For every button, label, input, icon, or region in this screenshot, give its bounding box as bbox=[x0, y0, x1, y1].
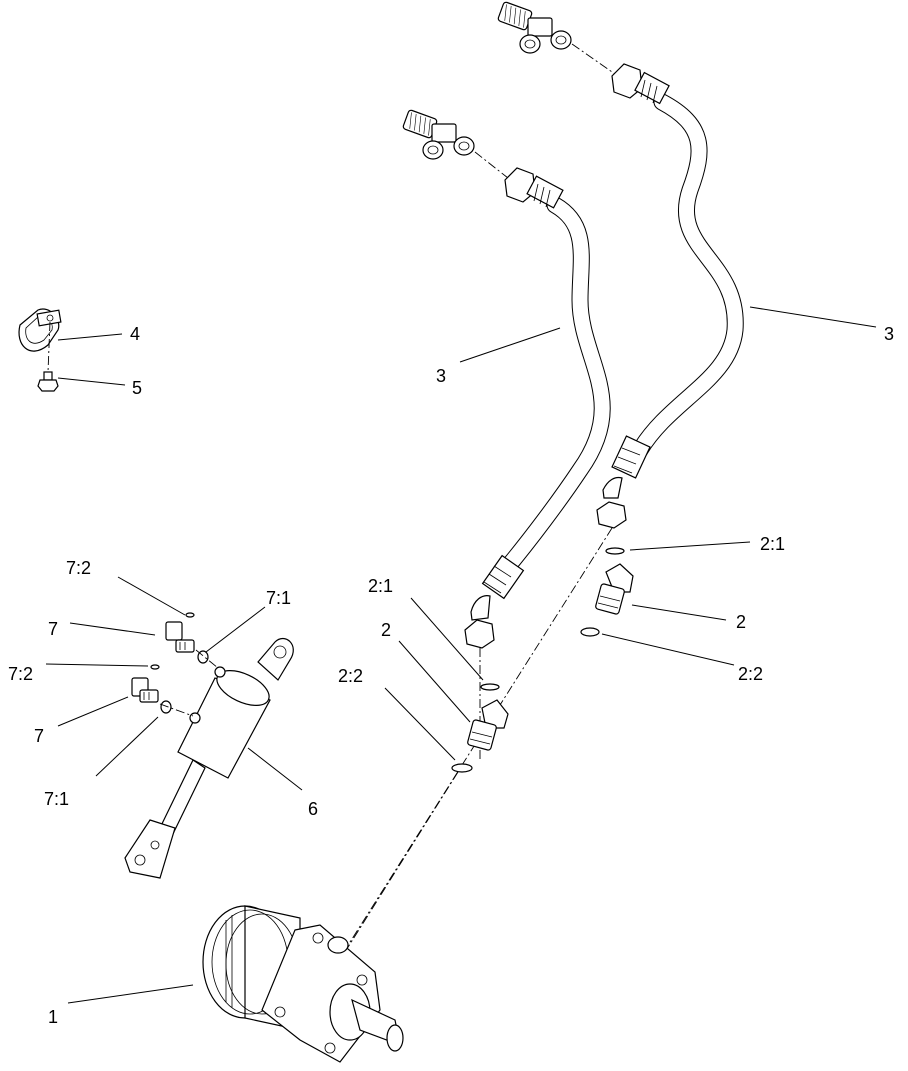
callout-7-lower: 7 bbox=[34, 726, 44, 746]
elbow-fitting-7-lower bbox=[131, 677, 159, 703]
callout-6: 6 bbox=[308, 799, 318, 819]
elbow-fitting-7-upper bbox=[165, 621, 195, 653]
callout-7-2-lower: 7:2 bbox=[8, 664, 33, 684]
callout-7-1-upper: 7:1 bbox=[266, 588, 291, 608]
leader-4 bbox=[57, 333, 123, 341]
leader-2-2-right bbox=[601, 633, 735, 666]
o-ring-2-2-right bbox=[580, 627, 600, 637]
hose-clamp bbox=[18, 308, 62, 352]
fitting-2-left bbox=[467, 699, 509, 751]
callout-7-1-lower: 7:1 bbox=[44, 789, 69, 809]
hydraulic-motor bbox=[202, 905, 404, 1063]
callout-2-1-left: 2:1 bbox=[368, 576, 393, 596]
callout-3-left: 3 bbox=[436, 366, 446, 386]
leader-2-1-right bbox=[629, 541, 751, 551]
hose-left bbox=[464, 167, 611, 649]
o-ring-2-2-left bbox=[451, 763, 473, 773]
leader-7-2-lower bbox=[45, 663, 149, 667]
leader-6 bbox=[247, 747, 303, 791]
leader-3-left bbox=[459, 327, 561, 363]
leader-2-left bbox=[398, 640, 471, 723]
centerline-left-to-motor bbox=[339, 771, 459, 961]
leader-7-1-lower bbox=[95, 716, 159, 777]
callout-2-2-right: 2:2 bbox=[738, 664, 763, 684]
callout-2-right: 2 bbox=[736, 612, 746, 632]
leader-2-2-left bbox=[384, 687, 456, 761]
leader-2-right bbox=[631, 604, 727, 621]
centerline-7-lower bbox=[159, 703, 194, 717]
callout-2-left: 2 bbox=[381, 620, 391, 640]
o-ring-2-1-right bbox=[605, 547, 625, 555]
hose-right bbox=[596, 63, 744, 529]
leader-2-1-left bbox=[410, 597, 484, 681]
leader-7-1-upper bbox=[205, 606, 266, 653]
o-ring-2-1-left bbox=[480, 683, 500, 691]
leader-3-right bbox=[749, 306, 877, 328]
o-ring-7-1-lower bbox=[160, 700, 172, 714]
callout-3-right: 3 bbox=[884, 324, 894, 344]
leader-7-lower bbox=[57, 696, 129, 727]
tee-fitting-right bbox=[497, 1, 572, 54]
leader-7-upper bbox=[69, 622, 156, 636]
centerline-7-upper bbox=[195, 649, 219, 669]
leader-5 bbox=[57, 377, 126, 386]
hydraulic-cylinder bbox=[124, 637, 294, 879]
screw bbox=[37, 371, 59, 392]
o-ring-7-2-lower bbox=[150, 664, 160, 670]
centerline-clamp-screw bbox=[47, 321, 51, 373]
callout-4: 4 bbox=[130, 324, 140, 344]
callout-7-2-upper: 7:2 bbox=[66, 558, 91, 578]
callout-1: 1 bbox=[48, 1007, 58, 1027]
o-ring-7-2-upper bbox=[185, 612, 195, 618]
callout-5: 5 bbox=[132, 378, 142, 398]
centerline-tee-right bbox=[571, 43, 616, 75]
fitting-2-right bbox=[595, 563, 634, 615]
callout-7-upper: 7 bbox=[48, 619, 58, 639]
centerline-tee-left bbox=[474, 151, 509, 179]
callout-2-2-left: 2:2 bbox=[338, 666, 363, 686]
tee-fitting-left bbox=[402, 109, 475, 160]
leader-7-2-upper bbox=[117, 576, 186, 616]
callout-2-1-right: 2:1 bbox=[760, 534, 785, 554]
centerline-right-stack bbox=[344, 527, 613, 951]
leader-1 bbox=[67, 984, 194, 1004]
